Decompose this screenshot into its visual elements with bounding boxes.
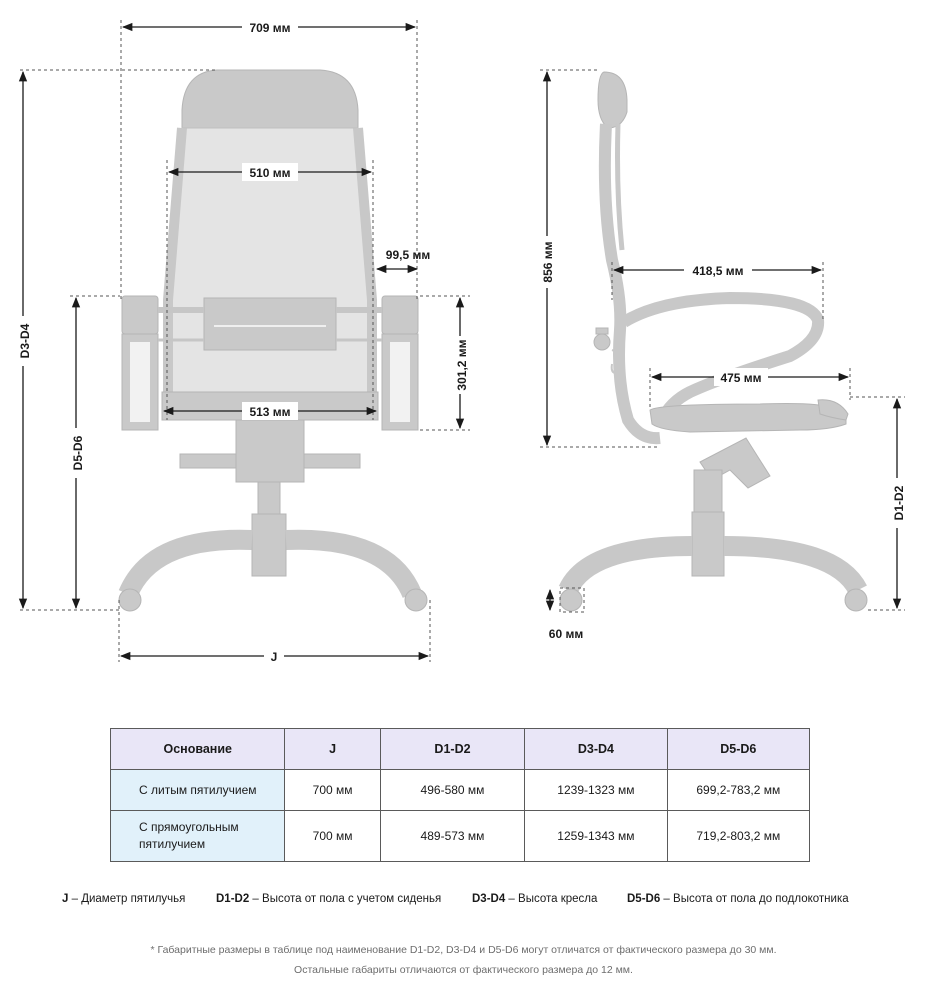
legend-key: D5-D6 (627, 893, 661, 905)
header-j: J (284, 728, 381, 770)
footnote: * Габаритные размеры в таблице под наиме… (0, 940, 927, 980)
footnote-line-2: Остальные габариты отличаются от фактиче… (294, 964, 633, 976)
cell-base: С прямоугольным пятилучием (109, 810, 286, 862)
dim-width-top: 709 мм (249, 21, 290, 35)
dim-j: J (271, 650, 278, 664)
cell-base: С литым пятилучием (109, 769, 286, 811)
header-d1-d2: D1-D2 (379, 728, 526, 770)
dim-back-depth: 418,5 мм (692, 264, 743, 278)
legend-key: J (62, 893, 69, 905)
dim-seat-depth: 475 мм (720, 371, 761, 385)
cell-base-line1: С прямоугольным (139, 820, 239, 834)
legend-text: – Диаметр пятилучья (68, 893, 186, 905)
legend-key: D3-D4 (472, 893, 506, 905)
cell-d3-d4: 1239-1323 мм (524, 769, 668, 811)
cell-d5-d6: 719,2-803,2 мм (666, 810, 811, 862)
chair-dimension-drawing: 709 мм 510 мм 99,5 мм 301,2 мм 513 мм D3… (14, 18, 906, 665)
legend-text: – Высота кресла (505, 893, 598, 905)
legend-text: – Высота от пола до подлокотника (660, 893, 849, 905)
table-row: С литым пятилучием 700 мм 496-580 мм 123… (109, 769, 811, 811)
header-d5-d6: D5-D6 (666, 728, 811, 770)
dim-d1-d2: D1-D2 (892, 485, 906, 520)
legend-text: – Высота от пола с учетом сиденья (249, 893, 442, 905)
spec-table: Основание J D1-D2 D3-D4 D5-D6 С литым пя… (109, 728, 811, 862)
legend-key: D1-D2 (216, 893, 250, 905)
dim-seat-width: 513 мм (249, 405, 290, 419)
table-header-row: Основание J D1-D2 D3-D4 D5-D6 (109, 728, 811, 770)
cell-d3-d4: 1259-1343 мм (524, 810, 668, 862)
table-row: С прямоугольным пятилучием 700 мм 489-57… (109, 810, 811, 862)
legend-item-j: J – Диаметр пятилучья (62, 893, 185, 905)
cell-d1-d2: 496-580 мм (379, 769, 526, 811)
cell-d1-d2: 489-573 мм (379, 810, 526, 862)
dim-armrest-height: 301,2 мм (455, 339, 469, 390)
legend-item-d5-d6: D5-D6 – Высота от пола до подлокотника (627, 893, 849, 905)
front-view-dimensions: 709 мм 510 мм 99,5 мм 301,2 мм 513 мм D3… (14, 18, 470, 665)
cell-base-line2: пятилучием (139, 837, 206, 851)
header-base: Основание (109, 728, 286, 770)
cell-d5-d6: 699,2-783,2 мм (666, 769, 811, 811)
cell-j: 700 мм (284, 769, 381, 811)
side-view-chair (558, 71, 868, 612)
dim-d3-d4: D3-D4 (18, 323, 32, 358)
side-view-dimensions: 856 мм 418,5 мм 475 мм D1-D2 60 мм (538, 69, 906, 641)
header-d3-d4: D3-D4 (524, 728, 668, 770)
legend-item-d1-d2: D1-D2 – Высота от пола с учетом сиденья (216, 893, 441, 905)
cell-j: 700 мм (284, 810, 381, 862)
dim-wheel: 60 мм (549, 627, 584, 641)
front-view-chair (118, 69, 428, 612)
dim-back-height: 856 мм (541, 241, 555, 282)
dim-back-width: 510 мм (249, 166, 290, 180)
dim-armrest-width: 99,5 мм (386, 248, 431, 262)
dim-d5-d6: D5-D6 (71, 435, 85, 470)
legend-item-d3-d4: D3-D4 – Высота кресла (472, 893, 597, 905)
footnote-line-1: * Габаритные размеры в таблице под наиме… (150, 944, 777, 956)
